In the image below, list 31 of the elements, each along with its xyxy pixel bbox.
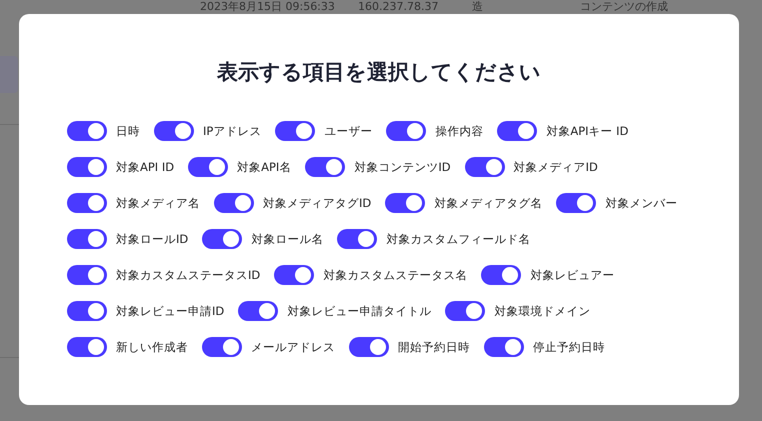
toggle-label: 対象カスタムステータスID [116,268,260,282]
toggle-label: 対象レビュアー [530,268,614,282]
toggle-label: 対象ロールID [116,232,188,246]
table-cell-text: 2023年8月15日 09:56:33 [200,0,335,13]
toggle-label: 対象メディアタグ名 [434,196,542,210]
toggle-label: 操作内容 [435,124,484,138]
toggle-label: 対象API ID [116,160,174,174]
table-cell-text: 160.237.78.37 [358,0,438,13]
toggle-label: 対象カスタムステータス名 [323,268,468,282]
table-cell-text: 造 [472,0,483,13]
toggle-label: 対象コンテンツID [354,160,451,174]
toggle-label: 日時 [116,124,140,138]
toggle-label: 対象レビュー申請ID [116,304,224,318]
toggle-label: 対象メディア名 [116,196,200,210]
toggle-label: 対象カスタムフィールド名 [386,232,530,246]
toggle-label: 対象レビュー申請タイトル [287,304,432,318]
toggle-label: 対象APIキー ID [546,124,628,138]
toggle-label: IPアドレス [203,124,262,138]
toggle-label: 新しい作成者 [116,340,188,354]
toggle-label: 対象ロール名 [251,232,324,246]
toggle-label: 対象メンバー [605,196,678,210]
toggle-label: 対象メディアタグID [263,196,372,210]
toggle-label: 対象API名 [237,160,292,174]
dialog-title: 表示する項目を選択してください [216,59,542,86]
toggle-label: 開始予約日時 [398,340,470,354]
toggle-label: 停止予約日時 [533,340,605,354]
toggle-label: ユーザー [324,124,372,138]
toggle-label: メールアドレス [251,340,335,354]
table-cell-text: コンテンツの作成 [580,0,668,13]
toggle-label: 対象メディアID [514,160,598,174]
toggle-label: 対象環境ドメイン [494,304,590,318]
